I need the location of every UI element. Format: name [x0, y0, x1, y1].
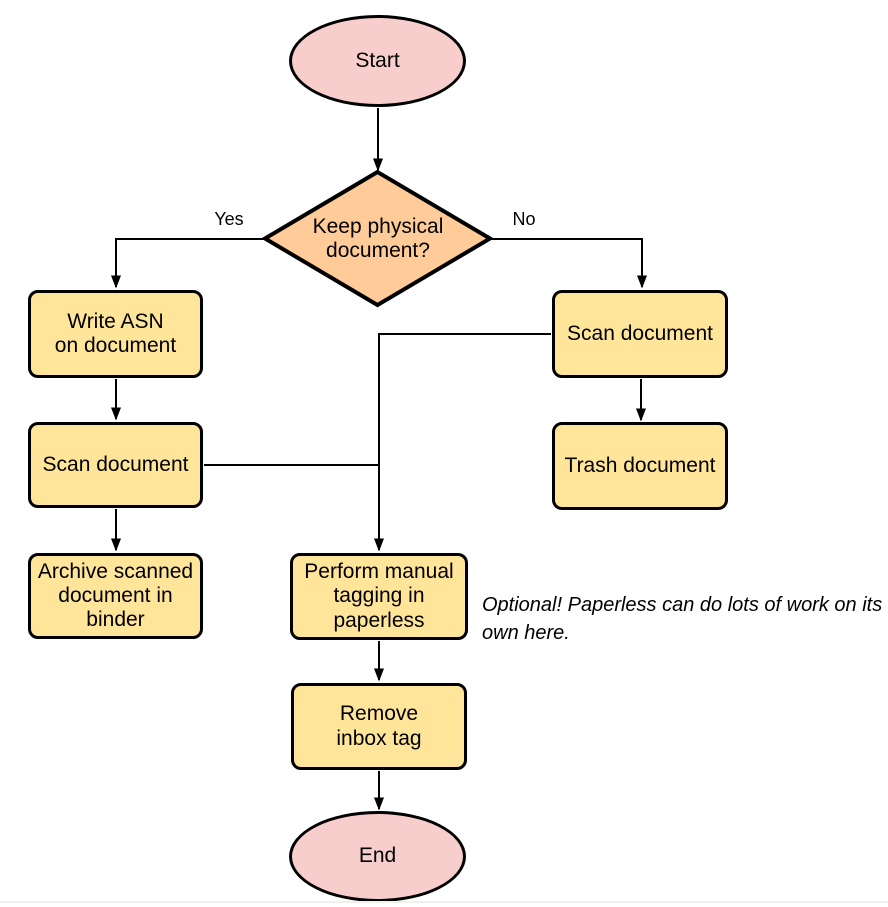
node-remove-inbox-tag-label: Remove inbox tag — [336, 702, 422, 750]
node-scan-document-right: Scan document — [552, 290, 728, 378]
edge-decision-yes-to-write-asn — [111, 238, 265, 289]
node-end-label: End — [358, 844, 397, 868]
node-start-label: Start — [355, 48, 400, 72]
node-archive-binder: Archive scanned document in binder — [28, 553, 203, 639]
node-end: End — [289, 811, 466, 902]
node-decision: Keep physical document? — [275, 194, 481, 284]
node-archive-binder-label: Archive scanned document in binder — [37, 559, 194, 632]
decision-diamond-shape — [261, 169, 494, 308]
node-scan-document-left: Scan document — [28, 422, 203, 508]
edge-decision-no-to-scan-right — [490, 238, 647, 289]
node-write-asn: Write ASN on document — [28, 290, 203, 378]
edge-scan-right-to-tagging — [374, 333, 551, 552]
node-decision-label: Keep physical document? — [312, 214, 444, 262]
node-trash-document-label: Trash document — [564, 453, 716, 477]
edge-label-yes: Yes — [203, 209, 255, 230]
node-trash-document: Trash document — [552, 422, 728, 510]
edge-label-no: No — [504, 209, 544, 230]
bottom-edge-divider — [0, 901, 888, 903]
node-remove-inbox-tag: Remove inbox tag — [291, 683, 467, 770]
node-write-asn-label: Write ASN on document — [54, 309, 177, 357]
node-manual-tagging: Perform manual tagging in paperless — [290, 553, 468, 640]
node-start: Start — [289, 15, 466, 107]
node-scan-document-right-label: Scan document — [567, 321, 713, 345]
node-manual-tagging-label: Perform manual tagging in paperless — [304, 560, 454, 632]
node-scan-document-left-label: Scan document — [42, 452, 189, 476]
optional-annotation: Optional! Paperless can do lots of work … — [482, 594, 883, 645]
